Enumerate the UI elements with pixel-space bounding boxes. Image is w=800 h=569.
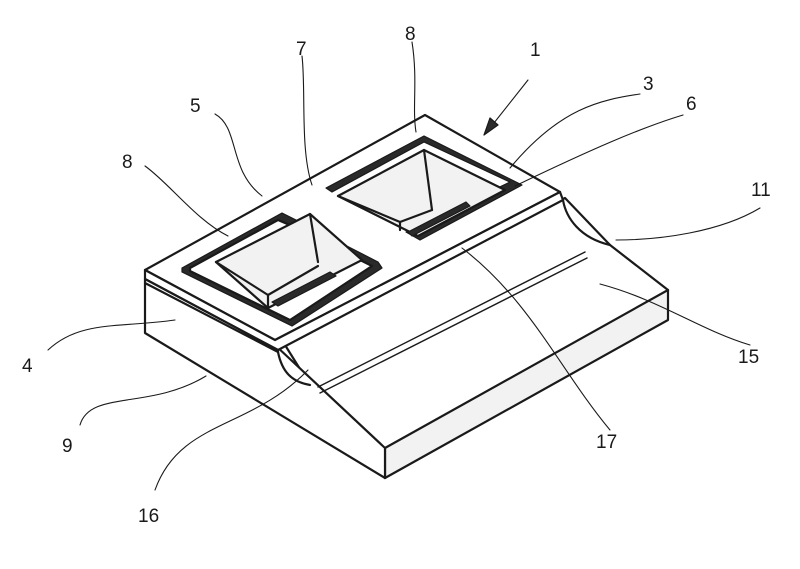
leader-16 [154, 369, 309, 491]
right-pocket-wall-c [398, 208, 434, 224]
left-pocket-ledge [271, 271, 337, 307]
leader-17 [461, 247, 611, 431]
label-6: 6 [686, 94, 697, 115]
label-4: 4 [22, 356, 33, 377]
labels: 1 3 4 5 6 7 8 8 9 11 15 16 17 [22, 24, 771, 527]
right-pocket-wall-b [422, 148, 434, 212]
label-11: 11 [751, 180, 771, 201]
base-block [143, 196, 670, 480]
arrow-1 [483, 79, 529, 136]
leader-4 [47, 319, 176, 351]
right-recess-frame [325, 135, 523, 241]
label-3: 3 [643, 74, 654, 95]
leader-6 [514, 114, 684, 187]
leader-lines [47, 41, 761, 491]
label-8-right: 8 [405, 24, 416, 45]
leader-15 [599, 283, 751, 346]
base-front-face [143, 281, 387, 480]
label-8-left: 8 [122, 152, 133, 173]
upper-curved-transition [276, 350, 312, 387]
leader-3 [509, 93, 641, 169]
leader-9 [79, 375, 207, 426]
leader-5 [214, 113, 263, 197]
label-17: 17 [596, 432, 617, 453]
right-pocket-ledge [407, 201, 471, 237]
label-9: 9 [62, 436, 73, 457]
right-pocket-wall-a [336, 194, 402, 224]
label-16: 16 [138, 506, 159, 527]
leader-8a [144, 165, 229, 237]
groove-line-upper [317, 251, 586, 388]
arrow-1-head [483, 117, 499, 136]
left-pocket-wall-d [266, 264, 320, 297]
label-7: 7 [296, 39, 307, 60]
leader-8b [411, 41, 417, 133]
label-15: 15 [738, 347, 759, 368]
left-pocket-wall-a [214, 260, 270, 297]
upper-right-curve [561, 198, 612, 247]
left-pocket [181, 212, 383, 327]
right-pocket [325, 135, 523, 241]
arrow-1-shaft [489, 79, 529, 129]
groove-line-lower [319, 257, 588, 394]
label-1: 1 [530, 40, 541, 61]
left-pocket-wall-c [308, 212, 320, 264]
leader-11 [615, 207, 761, 241]
label-5: 5 [190, 96, 201, 117]
leader-7 [301, 55, 313, 186]
